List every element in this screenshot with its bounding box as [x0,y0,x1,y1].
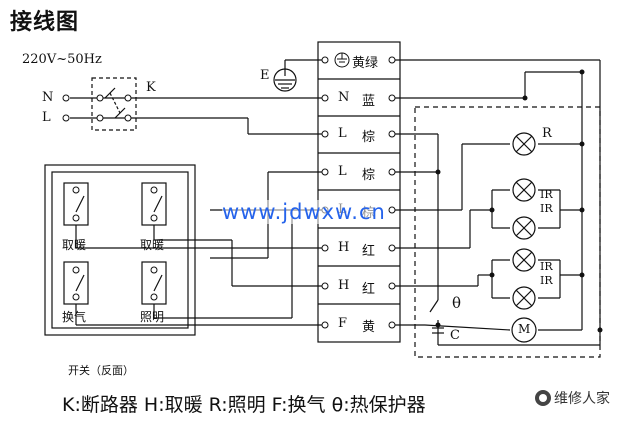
terminal-6-code: H [338,278,350,293]
motor-label: M [518,322,531,336]
switch-label-light: 照明 [140,310,165,324]
breaker-label: K [146,80,156,95]
switch-panel-caption: 开关（反面） [68,364,134,377]
brand-text: 维修人家 [554,391,610,407]
terminal-block [317,41,401,343]
terminal-0-name: 黄绿 [352,56,379,71]
terminal-dividers [318,78,400,305]
lamp-r [512,132,536,156]
lamp-ir-3-label: IR [540,260,553,273]
lamp-ir-1 [512,178,536,202]
terminal-3-name: 棕 [362,168,376,183]
switch-label-heat-2: 取暖 [140,238,165,252]
terminal-7-code: F [338,316,348,331]
lamp-ir-4 [512,286,536,310]
terminal-1-name: 蓝 [362,94,376,109]
switch-panel-inner [51,171,189,329]
thermal-label: θ [452,294,462,312]
terminal-3-code: L [338,164,347,179]
switch-panel-outer [44,164,196,336]
diagram-title: 接线图 [10,10,80,35]
legend: K:断路器 H:取暖 R:照明 F:换气 θ:热保护器 [62,394,426,416]
switch-label-heat-1: 取暖 [62,238,87,252]
earth-label: E [260,68,270,83]
terminal-2-code: L [338,126,347,141]
terminal-2-name: 棕 [362,130,376,145]
brand-icon [535,390,551,406]
motor-m [511,317,537,343]
lamp-r-label: R [542,126,552,141]
terminal-1-code: N [338,90,350,105]
lamp-ir-3 [512,248,536,272]
watermark: www.jdwxw.cn [222,200,386,224]
lamp-ir-2 [512,216,536,240]
lamp-ir-2-label: IR [540,202,553,215]
breaker-k-box [91,77,137,131]
terminal-6-name: 红 [362,282,376,297]
terminal-5-name: 红 [362,244,376,259]
capacitor-label: C [450,328,460,343]
supply-label: 220V~50Hz [22,52,102,67]
terminal-7-name: 黄 [362,320,376,335]
brand-mark: 维修人家 [535,388,610,408]
l-label: L [42,110,51,125]
switch-label-vent: 换气 [62,310,87,324]
lamp-ir-4-label: IR [540,274,553,287]
terminal-5-code: H [338,240,350,255]
lamp-ir-1-label: IR [540,188,553,201]
n-label: N [42,90,54,105]
ground-symbol [334,52,350,68]
